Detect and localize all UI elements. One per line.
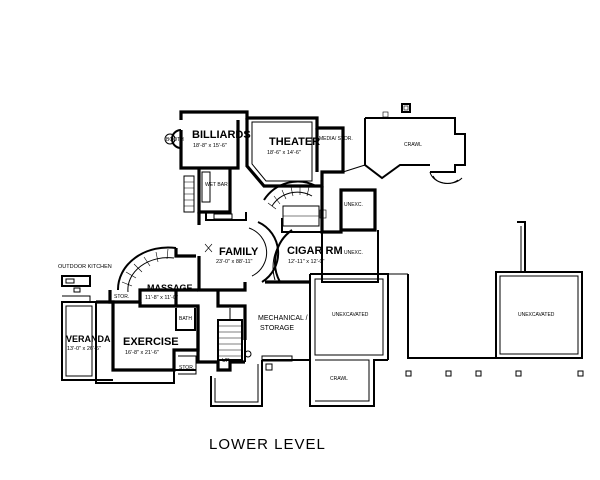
label-crawl-top: CRAWL — [404, 142, 422, 148]
bottom-stair — [196, 290, 310, 407]
label-exercise: EXERCISE — [123, 336, 179, 348]
mechanical-block — [282, 273, 389, 407]
label-media-stor: MEDIA/ STOR. — [319, 136, 353, 142]
label-bath: BATH — [179, 316, 192, 322]
dims-exercise: 16'-8" x 21'-6" — [125, 350, 159, 356]
room-labels: BILLIARDS 18'-8" x 15'-6" BOOTH THEATER … — [58, 129, 555, 382]
dims-veranda: 13'-0" x 26'-6" — [67, 346, 101, 352]
label-stor-1: STOR. — [114, 294, 129, 300]
plan-title: LOWER LEVEL — [209, 436, 326, 453]
dims-massage: 11'-8" x 11'-0" — [145, 295, 178, 301]
label-storage: STORAGE — [260, 325, 294, 332]
crawl-top-outline — [342, 117, 466, 184]
dims-theater: 18'-6" x 14'-6" — [267, 150, 301, 156]
top-wing-walls — [164, 110, 345, 221]
outdoor-kitchen-counter — [61, 275, 91, 302]
label-outdoor-kitchen: OUTDOOR KITCHEN — [58, 264, 112, 270]
piers — [405, 370, 584, 377]
label-up: UP — [222, 358, 230, 364]
label-veranda: VERANDA — [66, 334, 111, 344]
label-unexc-1: UNEXC. — [344, 202, 363, 208]
label-mechanical: MECHANICAL / — [258, 315, 308, 322]
column-square — [401, 103, 411, 113]
label-cigar-rm: CIGAR RM — [287, 245, 343, 257]
label-family: FAMILY — [219, 246, 259, 258]
label-theater: THEATER — [269, 136, 320, 148]
label-crawl-bottom: CRAWL — [330, 376, 348, 382]
label-billiards: BILLIARDS — [192, 129, 251, 141]
label-unexc-2: UNEXC. — [344, 250, 363, 256]
label-wet-bar: WET BAR — [205, 182, 228, 188]
label-stor-2: STOR. — [179, 365, 194, 371]
label-unexcavated-1: UNEXCAVATED — [332, 312, 369, 318]
label-massage: MASSAGE — [147, 283, 193, 293]
label-unexcavated-2: UNEXCAVATED — [518, 312, 555, 318]
center-core — [263, 180, 379, 283]
dims-family: 23'-0" x 88'-11" — [216, 259, 253, 265]
dims-cigar-rm: 12'-11" x 12'-0" — [288, 259, 325, 265]
family-room-walls — [197, 212, 282, 292]
dims-billiards: 18'-8" x 15'-6" — [193, 143, 227, 149]
label-booth: BOOTH — [166, 137, 184, 143]
left-stair — [116, 246, 196, 293]
unexcavated-right — [388, 221, 583, 359]
